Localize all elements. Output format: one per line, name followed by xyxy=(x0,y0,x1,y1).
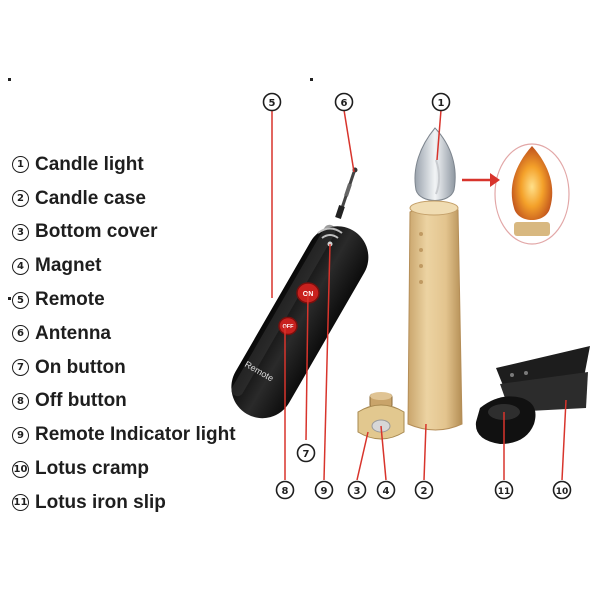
callout-number: 2 xyxy=(421,486,428,497)
legend-item-lotus-iron-slip: 11 Lotus iron slip xyxy=(12,486,236,520)
remote-body xyxy=(231,226,369,419)
legend-label: Remote Indicator light xyxy=(35,424,236,446)
callout-line-on-button xyxy=(305,292,309,441)
legend-label: Lotus cramp xyxy=(35,458,150,480)
lotus-clip xyxy=(475,346,590,444)
callout-number: 6 xyxy=(341,98,348,109)
callout-lines xyxy=(271,109,567,481)
callout-badge xyxy=(431,92,451,112)
callout-number: 4 xyxy=(383,486,390,497)
callout-line-candle-light xyxy=(436,109,442,161)
antenna-base xyxy=(335,205,345,219)
lotus-iron-slip xyxy=(475,396,536,444)
callout-badge xyxy=(275,480,295,500)
candle-bulb xyxy=(414,127,456,201)
legend-number: 7 xyxy=(12,359,29,377)
legend-item-lotus-cramp: 10 Lotus cramp xyxy=(12,452,236,486)
callout-number: 3 xyxy=(354,486,361,497)
glowing-flame xyxy=(511,146,553,220)
legend-item-antenna: 6 Antenna xyxy=(12,317,236,351)
callout-badge xyxy=(334,92,354,112)
legend-number: 10 xyxy=(12,460,29,478)
callout-number: 9 xyxy=(321,486,328,497)
legend-number: 11 xyxy=(12,494,29,512)
callout-badge xyxy=(552,480,572,500)
cramp-rivet xyxy=(524,371,528,375)
legend-item-on-button: 7 On button xyxy=(12,351,236,385)
legend-item-remote: 5 Remote xyxy=(12,283,236,317)
glow-inset xyxy=(462,143,570,245)
remote-control: ON OFF Remote xyxy=(231,167,369,419)
bulb-filament xyxy=(435,159,440,195)
candle-case xyxy=(407,205,463,431)
legend-item-bottom-cover: 3 Bottom cover xyxy=(12,216,236,250)
callout-line-candle-case xyxy=(423,423,427,481)
callout-number: 7 xyxy=(303,449,310,460)
callout-badge xyxy=(347,480,367,500)
legend-label: Candle light xyxy=(35,153,144,175)
legend-number: 8 xyxy=(12,392,29,410)
off-button-label: OFF xyxy=(283,324,295,330)
legend-number: 3 xyxy=(12,223,29,241)
bottom-cover-part xyxy=(357,392,405,440)
legend-number: 6 xyxy=(12,325,29,343)
callout-badge xyxy=(314,480,334,500)
callout-line-antenna xyxy=(343,109,355,173)
legend-number: 4 xyxy=(12,257,29,275)
arrow-head xyxy=(490,173,500,187)
stray-mark xyxy=(310,78,313,81)
legend-item-candle-case: 2 Candle case xyxy=(12,182,236,216)
legend-number: 1 xyxy=(12,156,29,174)
callout-badge xyxy=(414,480,434,500)
signal-wave xyxy=(321,234,339,239)
case-dimple xyxy=(419,264,423,268)
callout-number: 10 xyxy=(556,487,569,497)
signal-wave xyxy=(317,227,343,234)
legend-label: On button xyxy=(35,356,126,378)
legend-number: 9 xyxy=(12,426,29,444)
callout-badge xyxy=(262,92,282,112)
cramp-rivet xyxy=(510,373,514,377)
stray-mark xyxy=(8,78,11,81)
legend-label: Lotus iron slip xyxy=(35,491,166,513)
antenna-segment xyxy=(344,183,352,197)
callout-line-indicator xyxy=(323,243,331,481)
legend: 1 Candle light 2 Candle case 3 Bottom co… xyxy=(12,148,236,520)
callout-number: 5 xyxy=(269,98,276,109)
stray-mark xyxy=(8,297,11,300)
callout-badge xyxy=(494,480,514,500)
legend-item-magnet: 4 Magnet xyxy=(12,249,236,283)
callout-badges: 5 6 1 7 8 9 3 4 2 11 10 xyxy=(262,92,572,500)
callout-badge xyxy=(296,443,316,463)
callout-badge xyxy=(376,480,396,500)
legend-label: Bottom cover xyxy=(35,221,158,243)
legend-number: 2 xyxy=(12,190,29,208)
candle-top-rim xyxy=(409,200,459,216)
candle xyxy=(407,127,463,431)
legend-label: Candle case xyxy=(35,187,146,209)
legend-item-off-button: 8 Off button xyxy=(12,385,236,419)
thread-top xyxy=(370,392,392,400)
case-dimple xyxy=(419,280,423,284)
callout-line-magnet xyxy=(380,425,387,481)
callout-line-cramp xyxy=(561,399,567,481)
callout-number: 8 xyxy=(282,486,289,497)
legend-item-indicator-light: 9 Remote Indicator light xyxy=(12,418,236,452)
glow-candle-top xyxy=(514,222,550,236)
legend-number: 5 xyxy=(12,291,29,309)
off-button xyxy=(278,316,298,336)
callout-line-bottom-cover xyxy=(356,431,369,481)
case-dimple xyxy=(419,232,423,236)
callout-number: 11 xyxy=(498,487,511,497)
callout-number: 1 xyxy=(438,98,445,109)
remote-highlight xyxy=(231,224,336,397)
legend-label: Off button xyxy=(35,390,127,412)
legend-label: Antenna xyxy=(35,322,111,344)
legend-label: Remote xyxy=(35,289,105,311)
legend-item-candle-light: 1 Candle light xyxy=(12,148,236,182)
case-dimple xyxy=(419,248,423,252)
legend-label: Magnet xyxy=(35,255,102,277)
